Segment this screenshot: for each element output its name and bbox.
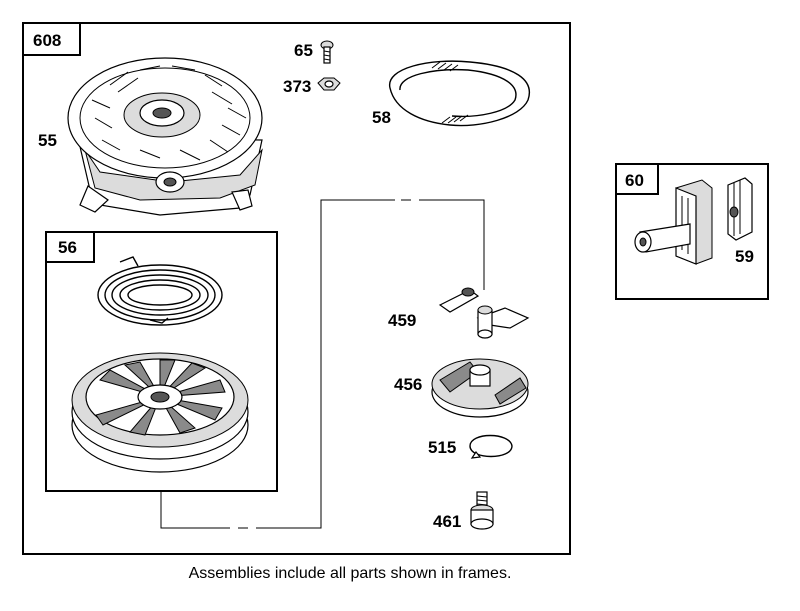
part-55-label: 55: [38, 131, 57, 150]
rope-part: [389, 60, 530, 127]
frame-56-tag-box: [45, 231, 95, 263]
part-456-label: 456: [394, 375, 422, 394]
housing-part: [67, 57, 263, 216]
clip-assembly-part: [634, 177, 753, 265]
frame-56-label: 56: [58, 238, 77, 257]
pulley-part: [71, 352, 249, 473]
retainer-part: [431, 358, 529, 418]
frame-608-tag-box: [22, 22, 81, 56]
frame-60-label: 60: [625, 171, 644, 190]
nut-part: [317, 77, 341, 91]
spring-part: [97, 256, 223, 326]
caption: Assemblies include all parts shown in fr…: [188, 565, 512, 582]
part-65-label: 65: [294, 41, 313, 60]
frame-60: [615, 163, 769, 300]
part-373-label: 373: [283, 77, 311, 96]
part-459-label: 459: [388, 311, 416, 330]
part-461-label: 461: [433, 512, 461, 531]
frame-60-tag-box: [615, 163, 659, 195]
part-58-label: 58: [372, 108, 391, 127]
frame-608: [22, 22, 571, 555]
screw-part: [320, 40, 334, 64]
part-515-label: 515: [428, 438, 456, 457]
frame-608-label: 608: [33, 31, 61, 50]
pin-part: [470, 491, 494, 530]
part-59-label: 59: [735, 247, 754, 266]
leader-line: [160, 199, 485, 529]
clip-part: [469, 434, 513, 459]
dog-part: [438, 287, 530, 339]
